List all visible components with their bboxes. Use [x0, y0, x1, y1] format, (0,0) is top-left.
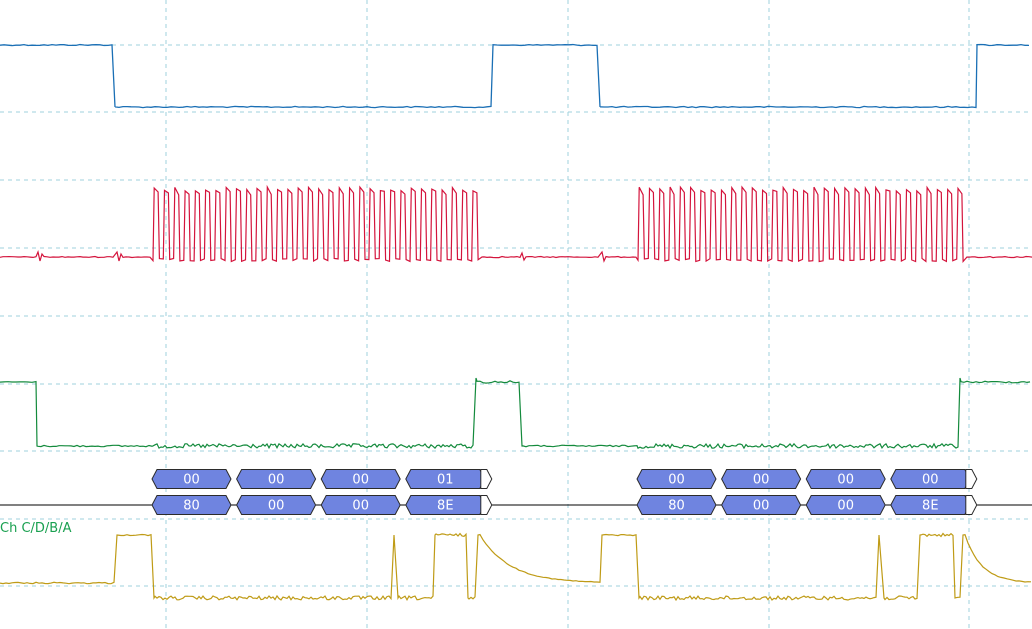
- channel-b-waveform: [0, 184, 1032, 263]
- decode-byte-value: 00: [753, 473, 770, 488]
- decode-byte-value: 00: [268, 473, 285, 488]
- decode-packet-bottom: 8E: [405, 495, 486, 515]
- decode-packet-bottom: 80: [636, 495, 717, 515]
- decode-packet-top: 00: [721, 469, 802, 489]
- decode-byte-value: 01: [437, 473, 454, 488]
- decode-byte-value: 00: [352, 473, 369, 488]
- channel-c-waveform: [0, 377, 1031, 450]
- decode-byte-value: 80: [668, 499, 685, 514]
- decode-packet-bottom: 00: [721, 495, 802, 515]
- decode-frame-end-marker: [480, 469, 493, 489]
- decode-packet-top: 00: [636, 469, 717, 489]
- serial-decode-packets: 00 00 00 01 00 00 00 00 80 00 00 8E 80 00 00 8E: [151, 469, 978, 515]
- decode-packet-top: 01: [405, 469, 486, 489]
- decode-byte-value: 00: [268, 499, 285, 514]
- decode-packet-bottom: 80: [151, 495, 232, 515]
- decode-packet-bottom: 8E: [890, 495, 971, 515]
- decode-byte-value: 00: [668, 473, 685, 488]
- decode-frame-end-marker: [965, 495, 978, 515]
- decode-byte-value: 8E: [437, 499, 454, 514]
- decode-byte-value: 00: [352, 499, 369, 514]
- decode-byte-value: 00: [837, 473, 854, 488]
- decode-packet-top: 00: [805, 469, 886, 489]
- decode-packet-top: 00: [151, 469, 232, 489]
- decode-packet-bottom: 00: [320, 495, 401, 515]
- decode-byte-value: 80: [183, 499, 200, 514]
- decode-frame-end-marker: [480, 495, 493, 515]
- decode-packet-top: 00: [236, 469, 317, 489]
- decode-byte-value: 8E: [922, 499, 939, 514]
- decode-byte-value: 00: [753, 499, 770, 514]
- decode-byte-value: 00: [837, 499, 854, 514]
- channel-a-waveform: [0, 43, 1029, 109]
- decode-packet-bottom: 00: [236, 495, 317, 515]
- decode-packet-top: 00: [320, 469, 401, 489]
- channel-d-waveform: [0, 532, 1032, 602]
- decode-packet-bottom: 00: [805, 495, 886, 515]
- decode-frame-end-marker: [965, 469, 978, 489]
- decode-byte-value: 00: [183, 473, 200, 488]
- channel-group-label: Ch C/D/B/A: [0, 521, 72, 536]
- decode-packet-top: 00: [890, 469, 971, 489]
- decode-byte-value: 00: [922, 473, 939, 488]
